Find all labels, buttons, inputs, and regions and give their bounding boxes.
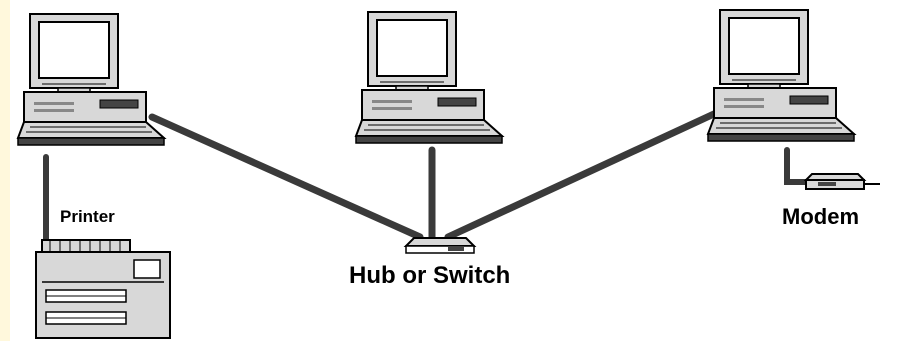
computer-icon bbox=[18, 14, 164, 145]
modem-icon bbox=[806, 174, 880, 189]
left-edge-strip bbox=[0, 0, 10, 341]
computer-icon bbox=[356, 12, 502, 143]
computer-left bbox=[18, 14, 164, 145]
hub: Hub or Switch bbox=[349, 238, 510, 289]
computer-icon bbox=[708, 10, 854, 141]
printer-label: Printer bbox=[60, 207, 115, 226]
computer-right bbox=[708, 10, 854, 141]
hub-switch-icon bbox=[406, 238, 474, 253]
cable-right-computer-to-modem bbox=[787, 150, 810, 182]
modem-label: Modem bbox=[782, 204, 859, 229]
printer-icon bbox=[36, 240, 170, 338]
printer: Printer bbox=[36, 207, 170, 338]
computer-center bbox=[356, 12, 502, 143]
hub-label: Hub or Switch bbox=[349, 262, 510, 289]
